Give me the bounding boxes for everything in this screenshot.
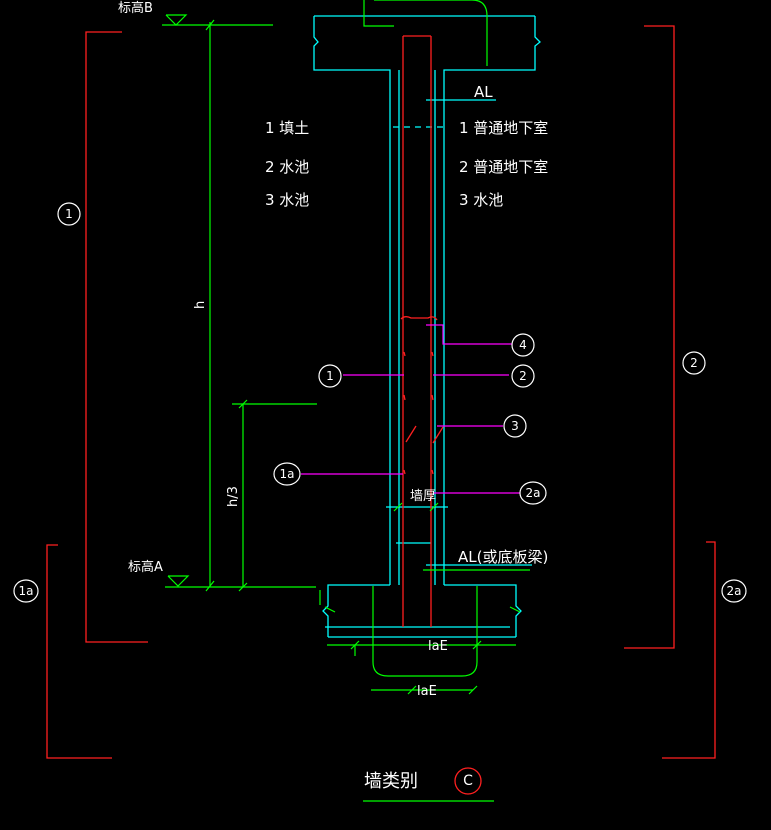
wall-outline: [313, 15, 541, 638]
left-side-item: 3 水池: [265, 191, 309, 209]
elevation-a-label: 标高A: [128, 559, 163, 575]
bracket-circle-2a: [721, 579, 747, 603]
leader-lines: [301, 324, 520, 494]
dimension-lines: [162, 0, 530, 802]
bracket-text-2: 2: [690, 356, 698, 370]
wall-thickness-label: 墙厚: [410, 489, 436, 504]
right-side-item: 3 水池: [459, 191, 503, 209]
bracket-text-1: 1: [65, 207, 73, 221]
callout-text-3: 3: [511, 419, 519, 433]
left-side-list: 1 填土 2 水池 3 水池: [265, 119, 309, 209]
bracket-circle-2: [682, 351, 706, 375]
callout-text-1: 1: [326, 369, 334, 383]
zone-brackets: [46, 25, 716, 759]
dim-h3-label: h/3: [226, 486, 241, 507]
left-side-item: 2 水池: [265, 158, 309, 176]
beam-top-label: AL: [474, 83, 493, 101]
rebar: [400, 35, 444, 627]
elevation-markers: [165, 14, 190, 587]
right-side-list: 1 普通地下室 2 普通地下室 3 水池: [459, 119, 548, 209]
callout-circle-3: [503, 414, 527, 438]
elevation-b-label: 标高B: [118, 0, 153, 16]
dim-h-label: h: [193, 301, 208, 309]
bracket-text-1a: 1a: [19, 584, 34, 598]
wall-type-title: 墙类别: [364, 771, 418, 792]
wall-type-circle: [454, 767, 482, 795]
callout-circle-4: [511, 333, 535, 357]
callout-text-2: 2: [519, 369, 527, 383]
bracket-circle-1a: [13, 579, 39, 603]
bracket-text-2a: 2a: [727, 584, 742, 598]
bracket-circle-1: [57, 202, 81, 226]
callout-text-2a: 2a: [526, 486, 541, 500]
beam-bottom-label: AL(或底板梁): [458, 548, 548, 566]
anchor-length-label-2: laE: [417, 684, 437, 699]
anchor-length-label-1: laE: [428, 639, 448, 654]
callout-circle-2a: [519, 481, 547, 505]
callout-circle-1a: [273, 462, 301, 486]
callout-circle-1: [318, 364, 342, 388]
right-side-item: 1 普通地下室: [459, 119, 548, 137]
callout-circle-2: [511, 364, 535, 388]
callout-text-1a: 1a: [280, 467, 295, 481]
left-side-item: 1 填土: [265, 119, 309, 137]
right-side-item: 2 普通地下室: [459, 158, 548, 176]
wall-type-code: C: [463, 773, 473, 789]
callout-text-4: 4: [519, 338, 527, 352]
